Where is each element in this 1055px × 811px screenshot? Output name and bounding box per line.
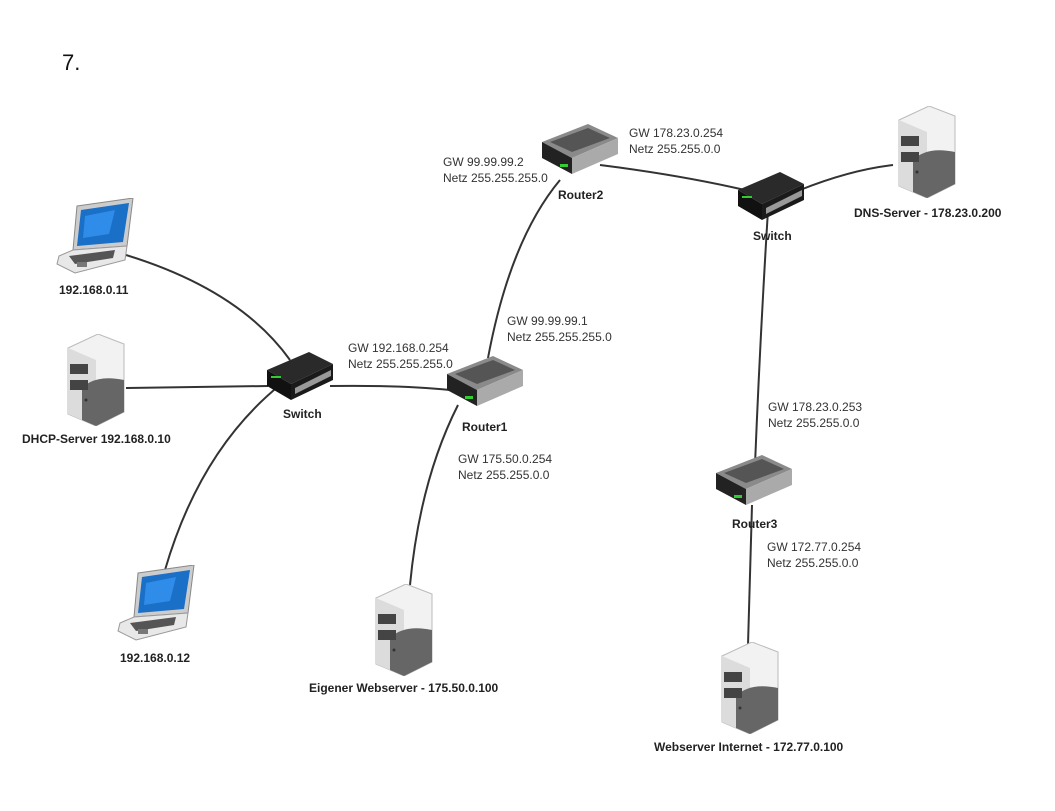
device-label-dhcp: DHCP-Server 192.168.0.10 — [22, 432, 171, 446]
annotation-router1-wan: GW 99.99.99.1 Netz 255.255.255.0 — [507, 314, 612, 345]
annotation-router3-up: GW 178.23.0.253 Netz 255.255.0.0 — [768, 400, 862, 431]
device-label-router1: Router1 — [462, 420, 508, 434]
link-switch1-router1 — [329, 384, 451, 391]
annotation-router1-lan: GW 192.168.0.254 Netz 255.255.255.0 — [348, 341, 453, 372]
annotation-router1-web: GW 175.50.0.254 Netz 255.255.0.0 — [458, 452, 552, 483]
gateway-text: GW 172.77.0.254 — [767, 540, 862, 554]
netmask-text: Netz 255.255.0.0 — [458, 467, 550, 482]
gateway-text: GW 178.23.0.253 — [768, 400, 863, 414]
switch-icon[interactable] — [265, 352, 335, 402]
link-router1-ownweb — [409, 404, 459, 586]
device-label-router3: Router3 — [732, 517, 778, 531]
router-icon[interactable] — [714, 455, 794, 507]
netmask-text: Netz 255.255.255.0 — [348, 356, 453, 371]
server-icon[interactable] — [716, 642, 782, 734]
device-label-switch2: Switch — [753, 229, 792, 243]
link-router1-router2 — [487, 179, 561, 359]
link-switch2-router3 — [754, 209, 769, 466]
router-icon[interactable] — [540, 124, 620, 176]
annotation-router2-wan: GW 99.99.99.2 Netz 255.255.255.0 — [443, 155, 548, 186]
netmask-text: Netz 255.255.0.0 — [768, 415, 860, 430]
link-switch2-dns — [799, 164, 894, 191]
link-laptop1-switch1 — [125, 254, 291, 361]
diagram-number: 7. — [62, 50, 81, 75]
server-icon[interactable] — [893, 106, 959, 198]
server-icon[interactable] — [370, 584, 436, 676]
laptop-icon[interactable] — [55, 198, 135, 276]
device-label-switch1: Switch — [283, 407, 322, 421]
link-laptop2-switch1 — [164, 384, 281, 571]
device-label-router2: Router2 — [558, 188, 604, 202]
device-label-laptop2: 192.168.0.12 — [120, 651, 191, 665]
device-label-internet-webserver: Webserver Internet - 172.77.0.100 — [654, 740, 844, 754]
link-router2-switch2 — [599, 164, 746, 191]
gateway-text: GW 99.99.99.1 — [507, 314, 588, 328]
gateway-text: GW 178.23.0.254 — [629, 126, 724, 140]
laptop-icon[interactable] — [116, 565, 196, 643]
device-label-dns: DNS-Server - 178.23.0.200 — [854, 206, 1002, 220]
link-dhcp-switch1 — [125, 385, 269, 389]
link-router3-inetweb — [747, 504, 753, 646]
device-label-own-webserver: Eigener Webserver - 175.50.0.100 — [309, 681, 499, 695]
gateway-text: GW 99.99.99.2 — [443, 155, 524, 169]
netmask-text: Netz 255.255.255.0 — [507, 329, 612, 344]
device-label-laptop1: 192.168.0.11 — [59, 283, 129, 297]
annotation-router2-dns: GW 178.23.0.254 Netz 255.255.0.0 — [629, 126, 723, 157]
gateway-text: GW 192.168.0.254 — [348, 341, 449, 355]
server-icon[interactable] — [62, 334, 128, 426]
gateway-text: GW 175.50.0.254 — [458, 452, 553, 466]
annotation-router3-down: GW 172.77.0.254 Netz 255.255.0.0 — [767, 540, 861, 571]
switch-icon[interactable] — [736, 172, 806, 222]
netmask-text: Netz 255.255.0.0 — [767, 555, 859, 570]
router-icon[interactable] — [445, 356, 525, 408]
netmask-text: Netz 255.255.0.0 — [629, 141, 721, 156]
netmask-text: Netz 255.255.255.0 — [443, 170, 548, 185]
